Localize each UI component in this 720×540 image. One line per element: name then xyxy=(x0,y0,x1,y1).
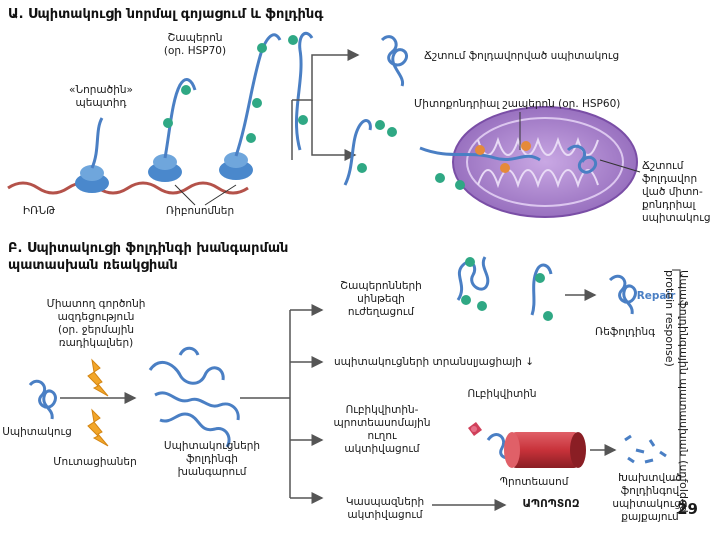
mutations-label: Մուտացիաներ xyxy=(53,456,137,468)
response-branch xyxy=(240,310,291,498)
unfolded-label: Սպիտակուցների ֆոլդինգի խանգարում xyxy=(163,440,261,478)
refolded-protein-icon xyxy=(608,274,637,315)
chaperone-dots xyxy=(357,120,397,173)
mito-protein-chain xyxy=(419,144,597,174)
mito-chaperone-label: Միտոքոնդրիալ շապերոն (օր. HSP60) xyxy=(414,98,621,110)
ribosomes-label: Ռիբոսոմներ xyxy=(165,205,235,217)
unfolded-protein-response-label: Ապաֆոլդինգային պատասխան (unfolded protei… xyxy=(663,270,690,513)
bracket xyxy=(672,269,681,481)
chaperone-bound-protein xyxy=(456,256,490,301)
elongated-protein xyxy=(294,31,314,151)
stress-factor-label: Միատող գործոնի ազդեցություն (օր. ջերմայի… xyxy=(46,298,146,349)
mrna-strand xyxy=(7,181,249,195)
mrna-label: ԻՌՆԹ xyxy=(22,205,56,217)
nascent-peptide xyxy=(163,78,197,159)
nascent-peptide xyxy=(90,117,104,169)
fragments-label: Խախտված ֆոլդինգով սպիտակուցի քայքայում xyxy=(612,472,688,523)
repair-label: Repair xyxy=(636,290,676,302)
proteasome-cylinder xyxy=(504,432,586,468)
proteasome-label: Պրոտեասոմ xyxy=(499,476,569,488)
folded-protein-icon xyxy=(380,35,409,87)
chaperone-synthesis-label: Շապերոնների սինթեզի ուժեղացում xyxy=(340,280,422,318)
protein-chain-to-mitochondria xyxy=(343,119,372,186)
ubiquitin-tag xyxy=(468,422,482,436)
refolding-label: Ռեֆոլդինգ xyxy=(594,326,656,338)
protein-label: Սպիտակուց xyxy=(2,426,72,438)
section-b-heading: Բ. Սպիտակուցի ֆոլդինգի խանգարման պատասխա… xyxy=(8,241,289,273)
page-number: 29 xyxy=(677,500,698,518)
section-a-heading: Ա. Սպիտակուցի նորմալ գոյացում և ֆոլդինգ xyxy=(8,7,324,22)
folded-protein-label: Ճշտում ֆոլդավորված սպիտակուց xyxy=(424,50,620,62)
chaperone-label: Շապերոն (օր. HSP70) xyxy=(163,32,227,57)
arrow-to-folded xyxy=(292,49,360,101)
protein-icon xyxy=(28,379,57,420)
pointer-line xyxy=(599,159,641,173)
chaperone-dots-outside xyxy=(435,173,465,190)
ribosome xyxy=(75,165,109,193)
translation-down-label: սպիտակուցների տրանսլյացիայի ↓ xyxy=(334,356,534,368)
chaperone-bound-protein xyxy=(530,263,553,316)
mutation-bolt-icon xyxy=(87,408,109,447)
mito-folded-label: Ճշտում ֆոլդավոր ված միտո- քոնդրիալ սպիտա… xyxy=(642,160,711,224)
arrow-to-mitochondria xyxy=(311,100,357,161)
ribosome xyxy=(148,154,182,182)
caspase-label: Կասպազների ակտիվացում xyxy=(345,496,425,521)
ribosome xyxy=(219,152,253,180)
unfolded-proteins-tangle xyxy=(148,346,240,448)
hsp60-chaperone-dots xyxy=(475,141,531,173)
nascent-peptide xyxy=(234,33,282,157)
ubiquitin-label: Ուբիկվիտին xyxy=(467,388,537,400)
protein-fragments xyxy=(624,434,667,464)
ubiquitin-path-label: Ուբիկվիտին- պրոտեասոմային ուղու ակտիվացո… xyxy=(333,404,431,455)
chaperone-dots-b xyxy=(461,257,553,321)
hsp70-chaperone-dots xyxy=(163,35,308,143)
stress-bolt-icon xyxy=(87,358,109,397)
nascent-peptide-label: «Նորածին» պեպտիդ xyxy=(69,84,133,109)
mitochondrion xyxy=(452,106,638,218)
pointer-line xyxy=(174,184,237,206)
apoptosis-label: ԱՊՈՊՏՈԶ xyxy=(522,498,580,510)
